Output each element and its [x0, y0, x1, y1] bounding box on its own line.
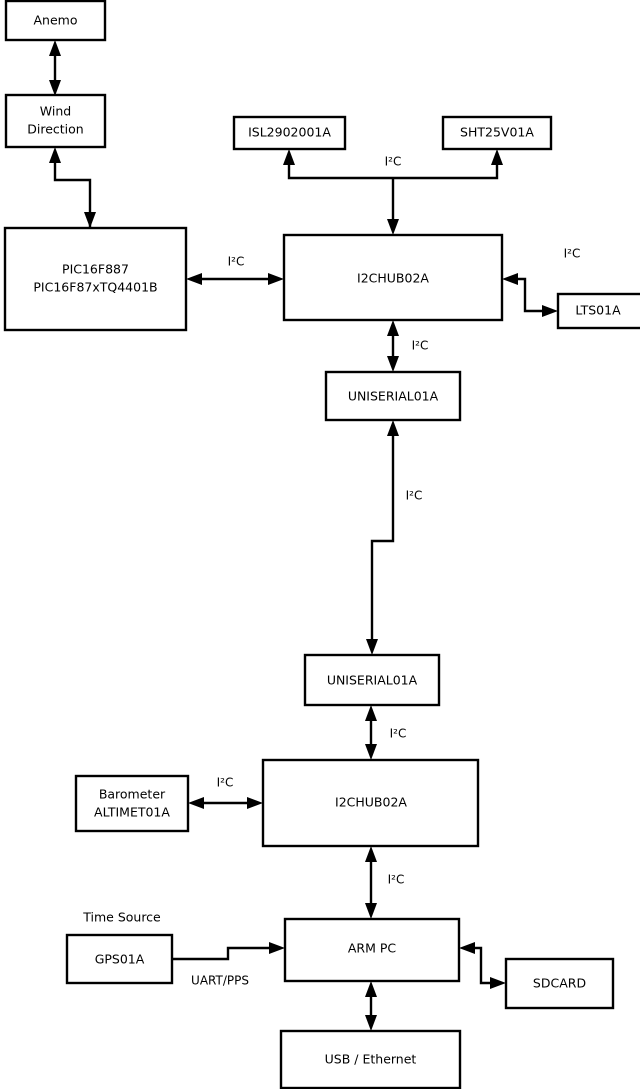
arrow-head-right-lts [542, 305, 558, 317]
node-barometer[interactable]: Barometer ALTIMET01A [74, 774, 190, 833]
node-sht25v01a-rect[interactable] [441, 115, 553, 151]
node-arm-pc-rect[interactable] [283, 917, 461, 983]
node-arm-pc-label: ARM PC [348, 941, 397, 956]
arrow-head-down [366, 639, 378, 655]
node-wind-direction-label-line2: Direction [27, 122, 83, 137]
edge-barometer-hubbot [188, 797, 263, 809]
node-wind-direction[interactable]: Wind Direction [4, 93, 107, 149]
node-i2chub02a-bottom[interactable]: I2CHUB02A [261, 758, 480, 848]
arrow-head-up [49, 147, 61, 163]
node-wind-direction-label-line1: Wind [40, 104, 71, 119]
free-label-time-source: Time Source [82, 910, 161, 925]
arrow-head-up [49, 40, 61, 56]
edge-hubtop-unisertop [387, 320, 399, 372]
node-pic-mcu-rect[interactable] [3, 226, 188, 332]
arrow-head-up-sht [491, 149, 503, 165]
edge-label-i2c-hub-armpc: I²C [388, 873, 405, 887]
edge-armpc-usbeth [365, 981, 377, 1031]
edge-armpc-sdcard [459, 942, 506, 989]
node-sht25v01a-label: SHT25V01A [460, 125, 534, 140]
edge-label-i2c-hub-uniser-top: I²C [412, 339, 429, 353]
arrow-head-up [387, 320, 399, 336]
node-uniserial01a-bottom-rect[interactable] [303, 653, 441, 707]
node-anemo[interactable]: Anemo [4, 0, 107, 42]
arrow-head-up [365, 981, 377, 997]
edge-label-i2c-uniser-link: I²C [406, 489, 423, 503]
edge-anemo-wind [49, 40, 61, 96]
node-wind-direction-rect[interactable] [4, 93, 107, 149]
node-pic-mcu-label-line1: PIC16F887 [62, 262, 129, 277]
node-anemo-rect[interactable] [4, 0, 107, 42]
node-lts01a-rect[interactable] [556, 292, 640, 330]
arrow-head-up [365, 705, 377, 721]
edge-label-i2c-hub-lts: I²C [564, 247, 581, 261]
node-usb-ethernet[interactable]: USB / Ethernet [279, 1029, 462, 1089]
node-sdcard[interactable]: SDCARD [504, 957, 615, 1010]
arrow-head-right [247, 797, 263, 809]
arrow-head-up [365, 846, 377, 862]
arrow-head-up [387, 420, 399, 436]
node-pic-mcu-label-line2: PIC16F87xTQ4401B [33, 280, 157, 295]
node-gps01a-rect[interactable] [65, 933, 174, 985]
arrow-head-left [186, 273, 202, 285]
edge-label-i2c-pic-hub: I²C [228, 255, 245, 269]
arrow-head-left [188, 797, 204, 809]
node-i2chub02a-bottom-label: I2CHUB02A [335, 795, 407, 810]
arrow-head-down [84, 212, 96, 228]
arrow-head-down [49, 80, 61, 96]
node-barometer-rect[interactable] [74, 774, 190, 833]
node-i2chub02a-top-label: I2CHUB02A [357, 271, 429, 286]
arrow-head-left-armpc [459, 942, 475, 954]
node-isl2902001a-label: ISL2902001A [248, 125, 331, 140]
node-barometer-label-line2: ALTIMET01A [94, 805, 170, 820]
node-isl2902001a-rect[interactable] [232, 115, 347, 151]
arrow-head-down [387, 356, 399, 372]
node-sdcard-label: SDCARD [533, 976, 586, 991]
arrow-head-right-sdcard [490, 977, 506, 989]
arrow-head-left-hub [502, 273, 518, 285]
node-pic-mcu[interactable]: PIC16F887 PIC16F87xTQ4401B [3, 226, 188, 332]
edge-uniserbot-hubbot [365, 705, 377, 760]
node-isl2902001a[interactable]: ISL2902001A [232, 115, 347, 151]
node-lts01a[interactable]: LTS01A [556, 292, 640, 330]
node-anemo-label: Anemo [34, 13, 78, 28]
node-usb-ethernet-label: USB / Ethernet [325, 1052, 417, 1067]
arrow-head-up-isl [283, 149, 295, 165]
edge-pic-wind [49, 147, 96, 228]
node-i2chub02a-bottom-rect[interactable] [261, 758, 480, 848]
arrow-head-down [365, 744, 377, 760]
edge-hubtop-sensors [283, 149, 503, 235]
arrow-head-down [365, 903, 377, 919]
node-sdcard-rect[interactable] [504, 957, 615, 1010]
edge-pic-hubtop [186, 273, 284, 285]
arrow-head-down-hub [387, 219, 399, 235]
node-uniserial01a-bottom[interactable]: UNISERIAL01A [303, 653, 441, 707]
node-barometer-label-line1: Barometer [99, 787, 166, 802]
edge-label-i2c-uniser-hub-bot: I²C [390, 727, 407, 741]
arrow-head-down [365, 1015, 377, 1031]
node-arm-pc[interactable]: ARM PC [283, 917, 461, 983]
edge-gps-armpc [172, 942, 285, 961]
node-usb-ethernet-rect[interactable] [279, 1029, 462, 1089]
arrow-head-right [269, 942, 285, 954]
edge-hubtop-lts [502, 273, 558, 317]
arrow-head-right [268, 273, 284, 285]
node-gps01a-label: GPS01A [95, 952, 145, 967]
edge-hubbot-armpc [365, 846, 377, 919]
node-uniserial01a-top[interactable]: UNISERIAL01A [324, 370, 462, 422]
node-uniserial01a-bottom-label: UNISERIAL01A [327, 673, 418, 688]
node-i2chub02a-top-rect[interactable] [282, 233, 504, 322]
edge-label-i2c-baro-hub: I²C [217, 776, 234, 790]
node-lts01a-label: LTS01A [575, 303, 621, 318]
node-i2chub02a-top[interactable]: I2CHUB02A [282, 233, 504, 322]
node-sht25v01a[interactable]: SHT25V01A [441, 115, 553, 151]
edge-uniser-link [366, 420, 399, 655]
node-uniserial01a-top-label: UNISERIAL01A [348, 389, 439, 404]
edge-label-i2c-sensors-top: I²C [385, 155, 402, 169]
node-uniserial01a-top-rect[interactable] [324, 370, 462, 422]
edge-label-uart-pps: UART/PPS [191, 974, 249, 988]
node-gps01a[interactable]: GPS01A [65, 933, 174, 985]
